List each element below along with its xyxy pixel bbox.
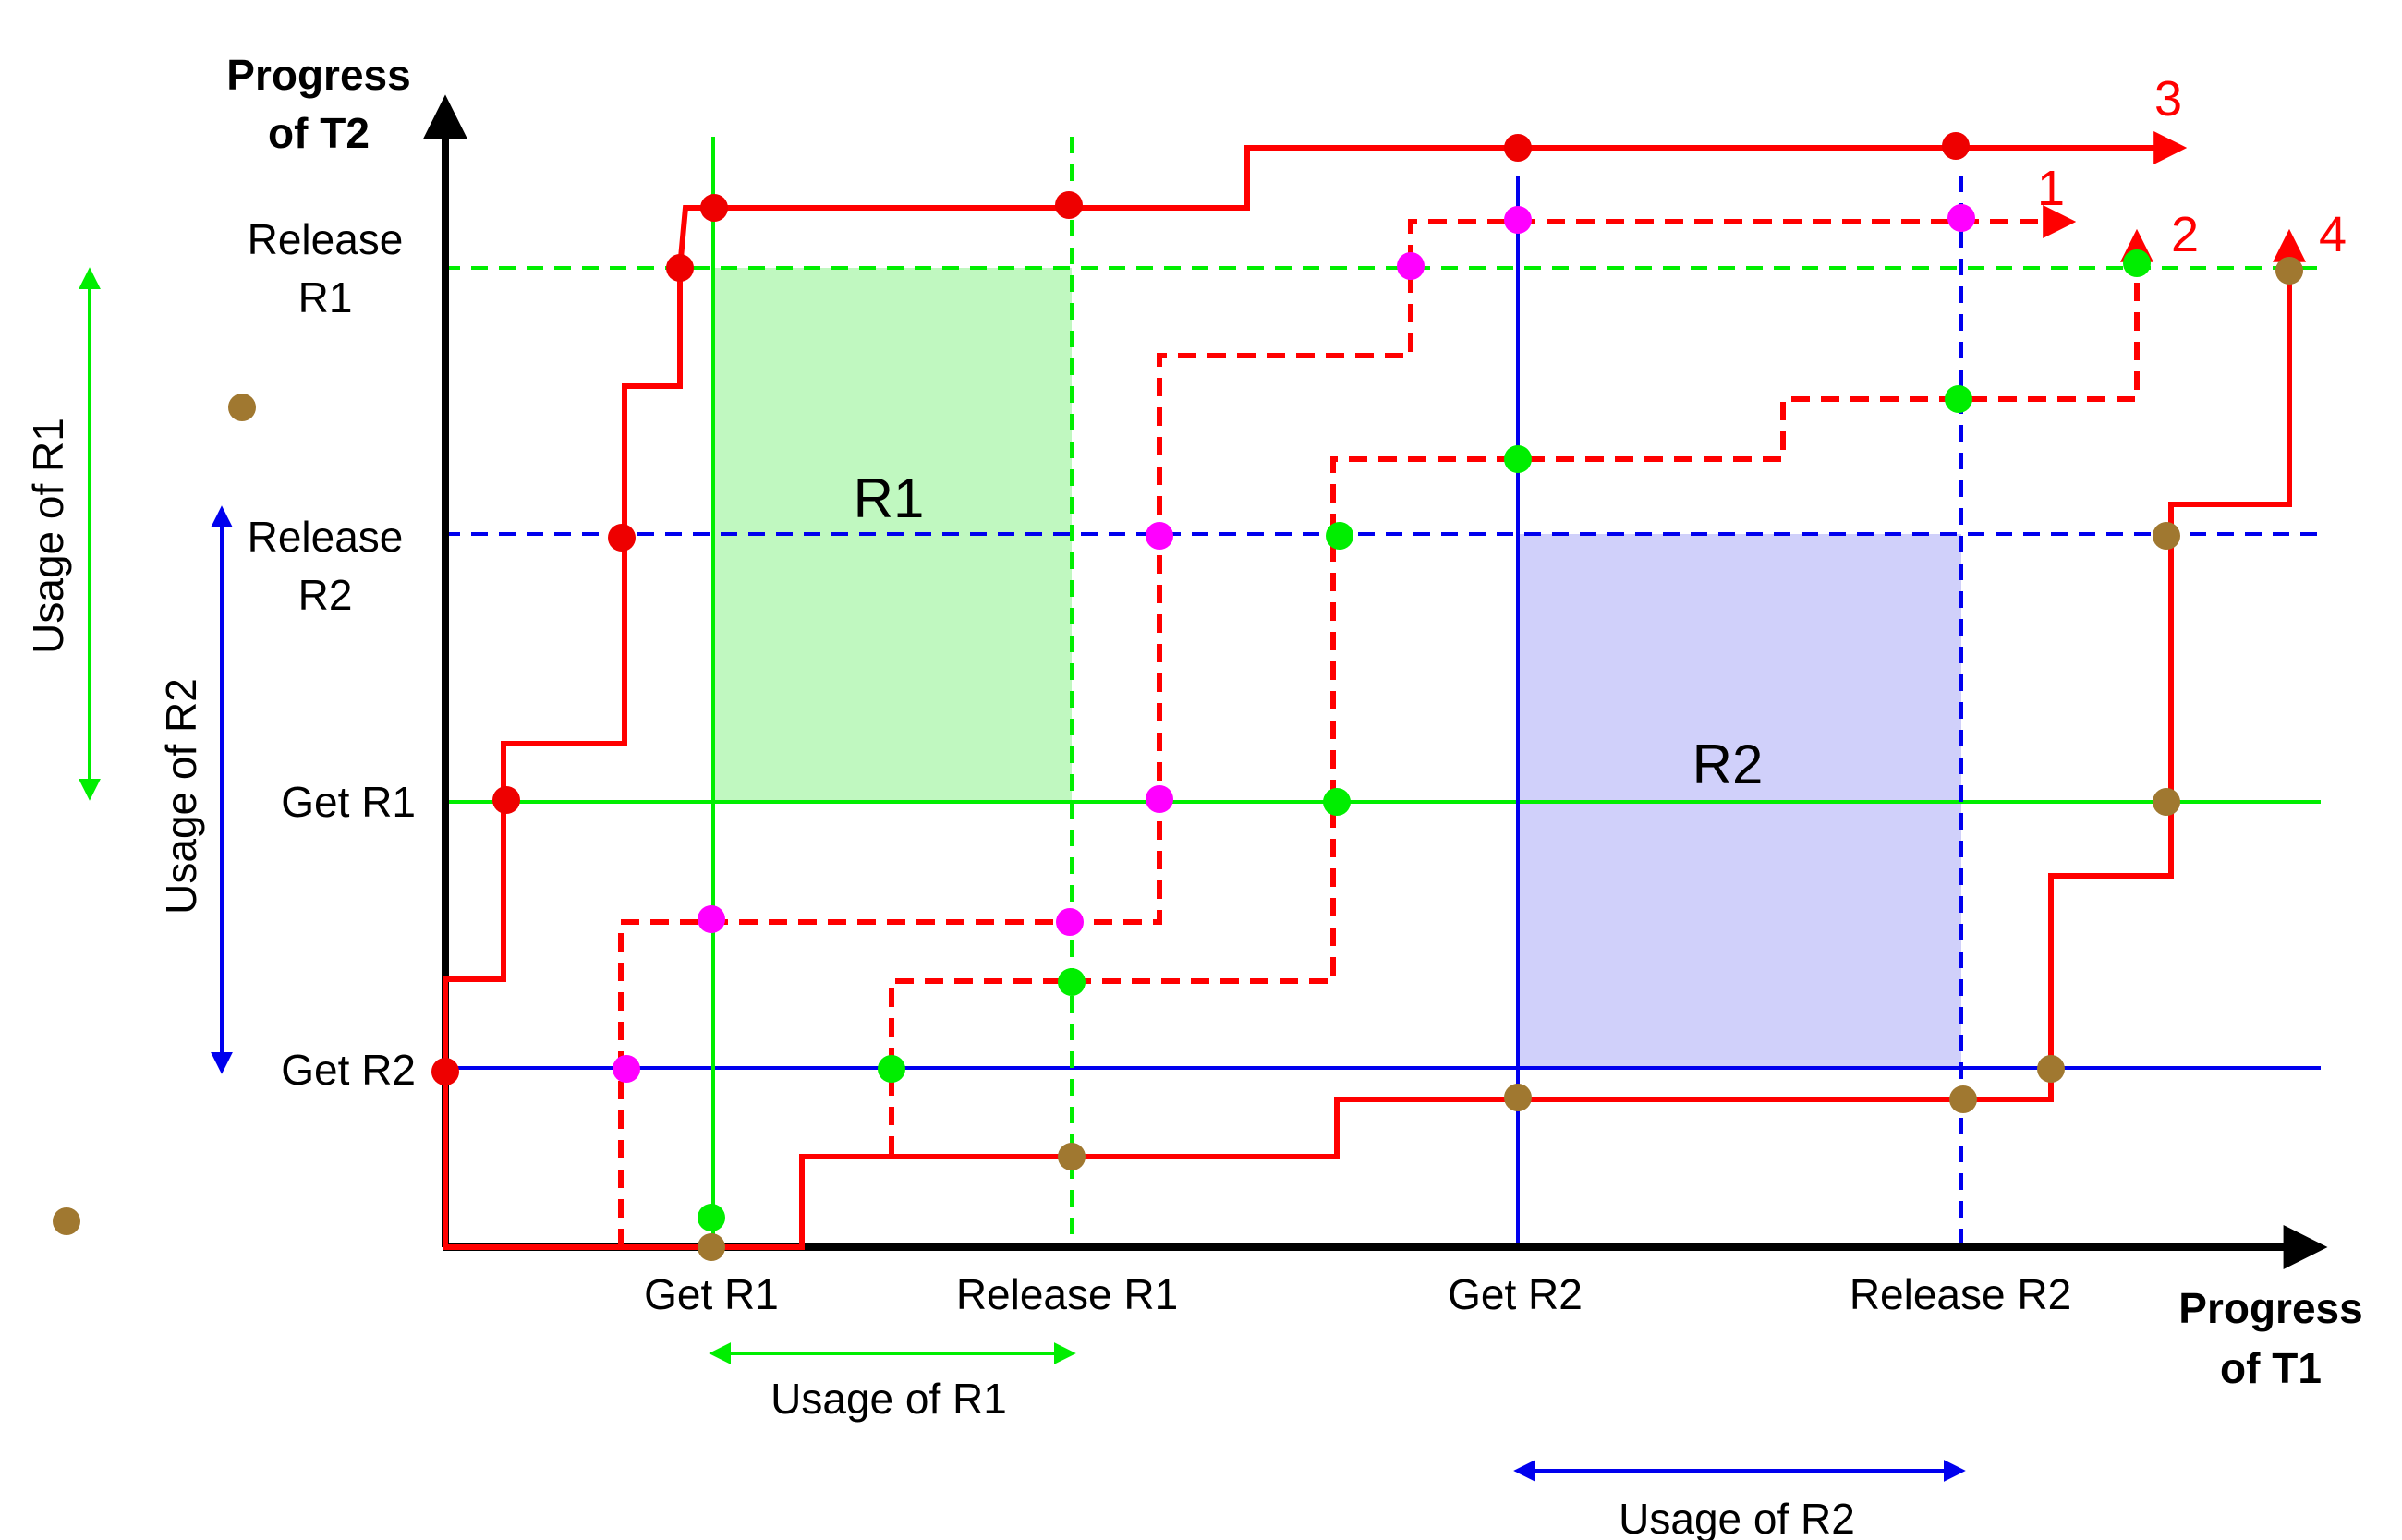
y-tick-release-r1-line2: R1 [298, 273, 353, 321]
dot [698, 905, 725, 933]
path-number-4: 4 [2319, 207, 2347, 262]
usage-r2-horizontal-label: Usage of R2 [1619, 1495, 1855, 1540]
dot [1397, 252, 1425, 280]
dot [1146, 785, 1173, 813]
magenta-dots [613, 204, 1975, 1083]
usage-r1-vertical-label: Usage of R1 [24, 418, 72, 654]
dot [492, 786, 520, 814]
region-r2-label: R2 [1692, 734, 1764, 795]
dot [1504, 1084, 1532, 1111]
path-4-solid-bottom [443, 228, 2306, 1250]
path-number-3: 3 [2154, 71, 2182, 127]
dot [1942, 132, 1970, 160]
green-dots [698, 249, 2151, 1231]
y-tick-get-r2: Get R2 [281, 1046, 416, 1094]
dot [1058, 968, 1086, 996]
dot [228, 394, 256, 421]
dot [53, 1207, 80, 1235]
x-axis-title-line2: of T1 [2220, 1344, 2322, 1392]
path-number-1: 1 [2037, 161, 2065, 216]
y-axis-title-line2: of T2 [268, 109, 370, 157]
dot [700, 194, 728, 222]
dot [1058, 1143, 1086, 1170]
dot [2037, 1055, 2065, 1083]
dot [1146, 522, 1173, 550]
y-tick-get-r1: Get R1 [281, 778, 416, 826]
x-axis-title-line1: Progress [2178, 1284, 2362, 1332]
execution-paths [443, 131, 2306, 1250]
x-tick-get-r1: Get R1 [644, 1270, 779, 1318]
dot [698, 1204, 725, 1231]
red-dots [431, 132, 1970, 1085]
dot [1945, 385, 1972, 413]
resource-lines [443, 137, 2321, 1247]
x-tick-release-r2: Release R2 [1850, 1270, 2071, 1318]
y-tick-release-r2-line1: Release [248, 513, 404, 561]
usage-arrows [79, 267, 1966, 1482]
x-tick-release-r1: Release R1 [956, 1270, 1178, 1318]
usage-r2-vertical-label: Usage of R2 [157, 678, 205, 915]
dot [878, 1055, 905, 1083]
brown-dots [53, 257, 2303, 1261]
dot [1504, 445, 1532, 473]
y-tick-release-r1-line1: Release [248, 215, 404, 263]
dot [1949, 1085, 1977, 1113]
dot [613, 1055, 640, 1083]
dot [1504, 134, 1532, 162]
dot [608, 524, 636, 552]
dot [666, 254, 694, 282]
path-2-dashed [889, 228, 2153, 1155]
path-number-2: 2 [2171, 207, 2199, 262]
x-tick-get-r2: Get R2 [1448, 1270, 1583, 1318]
dot [1504, 206, 1532, 234]
dot [1056, 908, 1084, 936]
dot [1326, 522, 1353, 550]
dot [431, 1058, 459, 1085]
region-r1-label: R1 [854, 467, 925, 529]
dot [698, 1233, 725, 1261]
dot [2153, 522, 2180, 550]
dot [2153, 788, 2180, 816]
dot [1055, 191, 1083, 219]
dot [2123, 249, 2151, 277]
dot [2275, 257, 2303, 285]
dot [1323, 788, 1351, 816]
path-3-solid-top [443, 131, 2188, 1068]
usage-r1-horizontal-label: Usage of R1 [770, 1375, 1007, 1423]
dot [1947, 204, 1975, 232]
y-tick-release-r2-line2: R2 [298, 571, 353, 619]
y-axis-title-line1: Progress [226, 51, 410, 99]
path-1-dashed [618, 205, 2077, 1247]
